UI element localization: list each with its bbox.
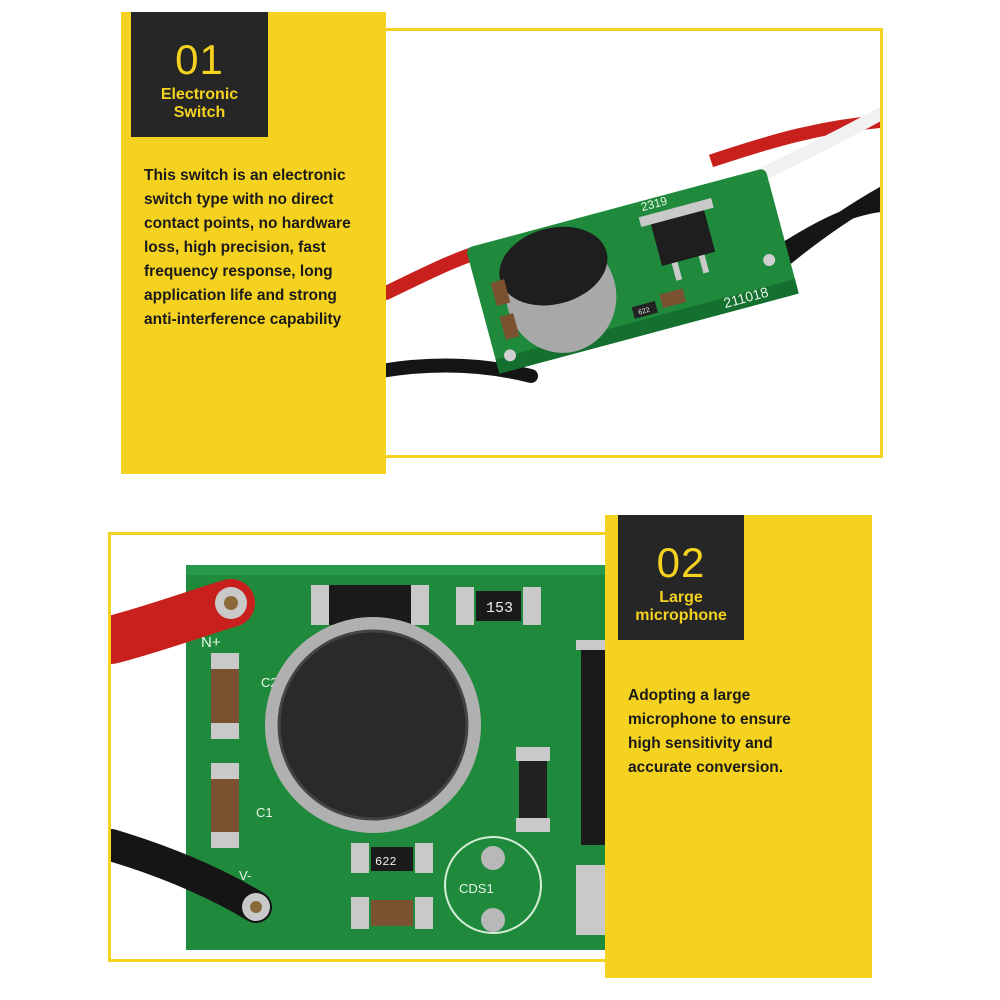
feature-title-1: Electronic Switch [160, 86, 239, 121]
feature-description-1: This switch is an electronic switch type… [144, 167, 351, 328]
silk-622-small: 622 [638, 307, 651, 317]
silk-2319: 2319 [639, 194, 669, 215]
feature-number-1: 01 [175, 36, 224, 83]
silk-c1: C1 [256, 805, 273, 820]
feature-title-2: Large microphone [635, 589, 727, 624]
feature-description-2: Adopting a large microphone to ensure hi… [628, 687, 791, 776]
microphone-closeup-photo: 153 N+ C2 C1 V- 622 CDS1 [111, 565, 605, 950]
pcb-module-photo: 2319 211018 622 [381, 106, 880, 383]
resistor-622-label: 622 [375, 855, 397, 869]
resistor-153-label: 153 [486, 600, 513, 617]
feature-badge-2: 02 Large microphone [618, 515, 744, 640]
photo-frame-2: 153 N+ C2 C1 V- 622 CDS1 [108, 532, 608, 962]
photo-frame-1: 2319 211018 622 [378, 28, 883, 458]
feature-panel-1: 01 Electronic Switch This switch is an e… [121, 12, 386, 474]
feature-badge-1: 01 Electronic Switch [131, 12, 268, 137]
silk-v-minus: V- [239, 868, 251, 883]
feature-panel-2: 02 Large microphone Adopting a large mic… [605, 515, 872, 978]
silk-n-plus: N+ [201, 634, 221, 651]
feature-number-2: 02 [656, 539, 706, 586]
silk-cds1: CDS1 [459, 881, 494, 896]
